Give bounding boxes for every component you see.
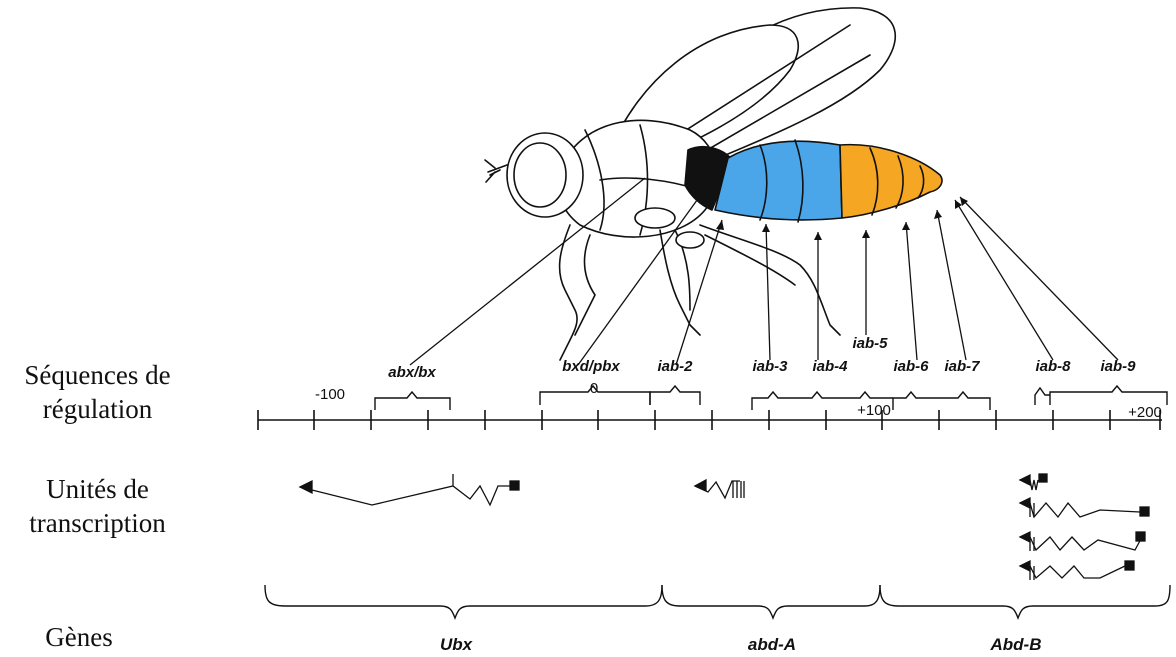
gene-label-abd-b: Abd-B: [990, 635, 1042, 654]
scale-bar: [258, 410, 1162, 430]
gene-label-abd-a: abd-A: [748, 635, 796, 654]
brace-iab-4: [794, 392, 840, 398]
gene-braces: [265, 585, 1170, 618]
transcript-abd-a: [695, 480, 744, 498]
fly-eye: [514, 143, 566, 207]
fly-illustration: [485, 8, 942, 360]
reg-label-iab-4: iab-4: [812, 358, 848, 375]
brace-iab-3: [752, 392, 794, 410]
transcription-units: [300, 474, 1149, 580]
gene-label-ubx: Ubx: [440, 635, 474, 654]
tick-label-plus-200: +200: [1128, 404, 1162, 421]
brace-iab-8: [1035, 388, 1050, 405]
regulatory-braces: [375, 386, 1167, 410]
brace-abx-bx: [375, 392, 450, 410]
fly-abdomen-orange: [840, 145, 942, 218]
gene-labels: Ubx abd-A Abd-B: [440, 635, 1042, 654]
fly-abdomen-blue: [715, 141, 842, 220]
reg-label-iab-5: iab-5: [852, 335, 888, 352]
fly-antenna: [485, 160, 507, 182]
brace-iab-7: [935, 392, 990, 410]
reg-label-iab-6: iab-6: [893, 358, 929, 375]
transcript-abd-b-4: [1020, 561, 1134, 580]
reg-label-iab-2: iab-2: [657, 358, 693, 375]
fly-leg-hind: [700, 225, 840, 335]
tick-label-0: 0: [590, 380, 598, 397]
brace-iab-6: [893, 392, 935, 410]
brace-abd-a: [662, 585, 880, 618]
brace-iab-9: [1050, 386, 1167, 405]
reg-label-iab-7: iab-7: [944, 358, 980, 375]
transcript-abd-b-2: [1020, 498, 1149, 517]
tick-label-plus-100: +100: [857, 402, 891, 419]
brace-iab-2: [650, 386, 700, 405]
brace-abd-b: [880, 585, 1170, 618]
reg-label-bxd-pbx: bxd/pbx: [562, 358, 620, 375]
transcript-abd-b-1: [1020, 474, 1047, 490]
transcript-abd-b-3: [1020, 532, 1145, 551]
fly-leg-front: [560, 225, 578, 360]
reg-label-iab-9: iab-9: [1100, 358, 1136, 375]
tick-label-minus-100: -100: [315, 386, 345, 403]
reg-label-abx-bx: abx/bx: [388, 364, 436, 381]
brace-iab-5: [840, 392, 893, 398]
brace-ubx: [265, 585, 662, 618]
reg-label-iab-3: iab-3: [752, 358, 788, 375]
reg-label-iab-8: iab-8: [1035, 358, 1071, 375]
regulatory-labels: abx/bx bxd/pbx iab-2 iab-3 iab-4 iab-5 i…: [388, 335, 1136, 381]
transcript-ubx: [300, 474, 519, 505]
